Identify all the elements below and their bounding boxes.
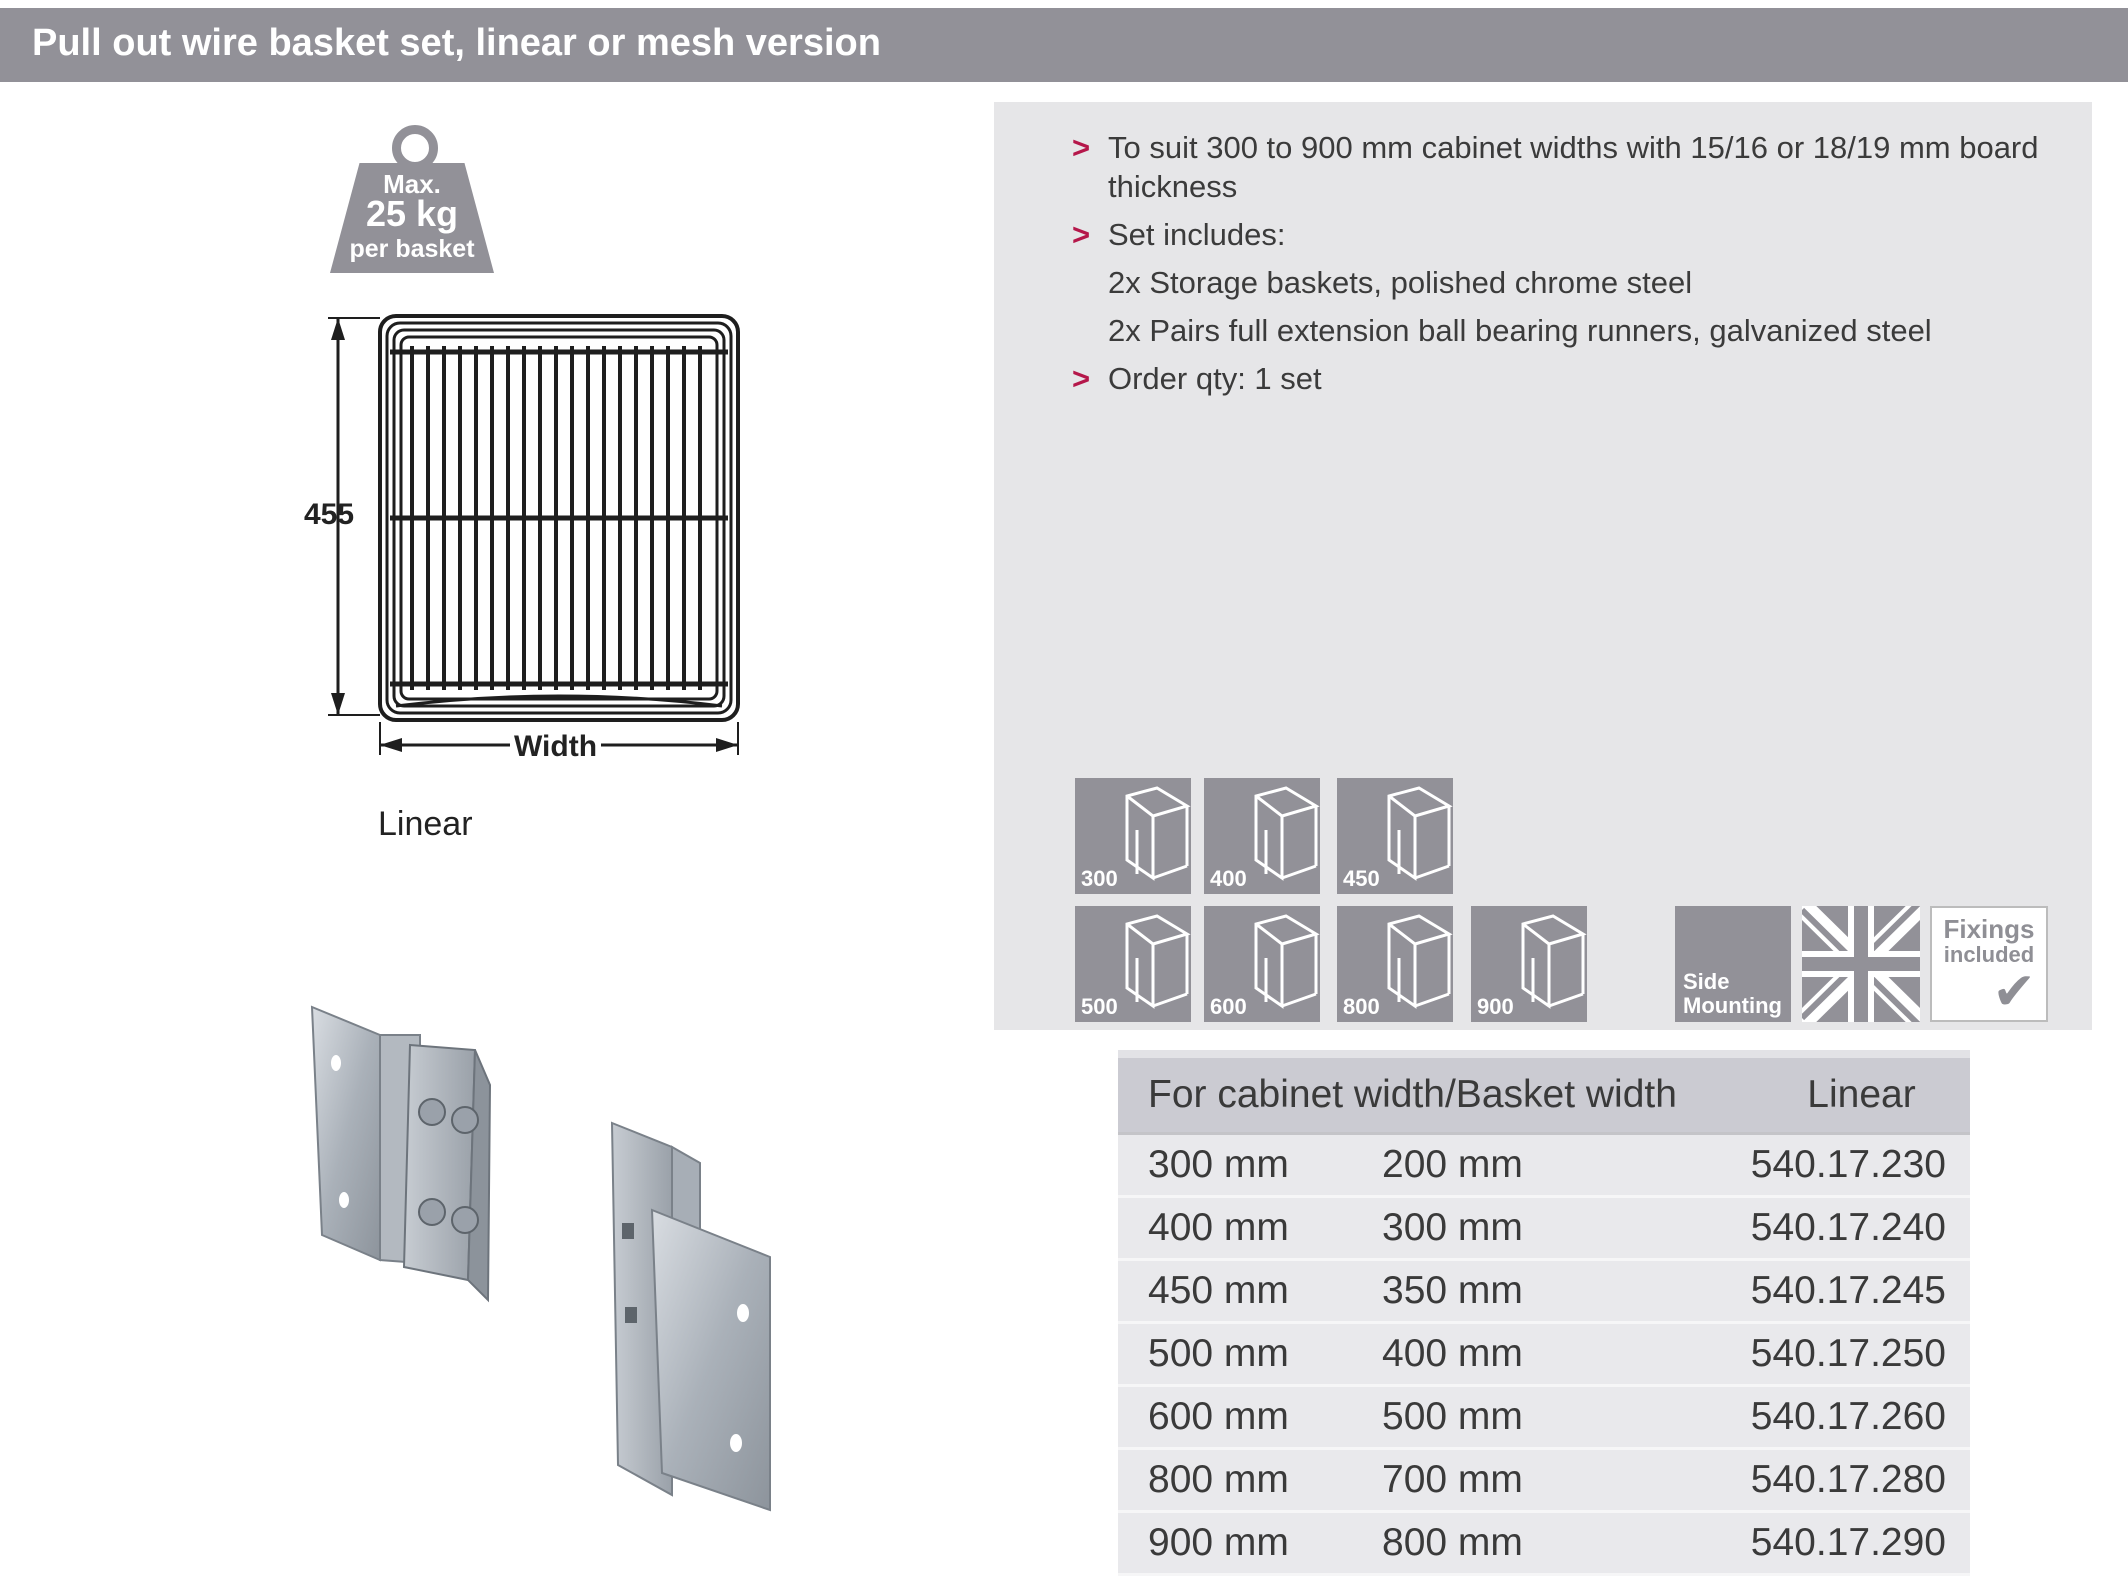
article-number-cell: 540.17.230 (1713, 1132, 1970, 1198)
feature-set-includes: Set includes: (1070, 215, 2060, 254)
table-row: 600 mm 500 mm 540.17.260 (1118, 1384, 1970, 1450)
page-title: Pull out wire basket set, linear or mesh… (32, 22, 881, 64)
article-number-cell: 540.17.290 (1713, 1510, 1970, 1576)
feature-cabinet-widths: To suit 300 to 900 mm cabinet widths wit… (1070, 128, 2060, 206)
basket-width-cell: 300 mm (1381, 1195, 1713, 1261)
cabinet-width-600-icon: 600 (1204, 906, 1320, 1022)
article-number-cell: 540.17.245 (1713, 1258, 1970, 1324)
table-row: 900 mm 800 mm 540.17.290 (1118, 1510, 1970, 1576)
checkmark-icon: ✔ (1992, 963, 2036, 1021)
article-number-table: For cabinet width/Basket width Linear 30… (1118, 1050, 1970, 1576)
table-row: 300 mm 200 mm 540.17.230 (1118, 1132, 1970, 1198)
cabinet-width-450-icon: 450 (1337, 778, 1453, 894)
uk-flag-icon (1802, 906, 1920, 1022)
max-weight-line3: per basket (349, 235, 475, 263)
cabinet-width-500-icon: 500 (1075, 906, 1191, 1022)
height-dimension-label: 455 (304, 498, 355, 531)
cabinet-width-cell: 300 mm (1118, 1132, 1381, 1198)
table-row: 800 mm 700 mm 540.17.280 (1118, 1447, 1970, 1513)
cabinet-width-cell: 900 mm (1118, 1510, 1381, 1576)
cabinet-width-cell: 450 mm (1118, 1258, 1381, 1324)
basket-width-cell: 400 mm (1381, 1321, 1713, 1387)
column-header-linear: Linear (1713, 1050, 1970, 1134)
column-header-width: For cabinet width/Basket width (1118, 1050, 1713, 1134)
cabinet-width-900-icon: 900 (1471, 906, 1587, 1022)
fixings-included-icon: Fixings included ✔ (1930, 906, 2048, 1022)
cabinet-width-300-icon: 300 (1075, 778, 1191, 894)
feature-order-qty: Order qty: 1 set (1070, 359, 2060, 398)
article-number-cell: 540.17.280 (1713, 1447, 1970, 1513)
side-mounting-label-line1: Side (1683, 969, 1730, 994)
side-mounting-label-line2: Mounting (1683, 993, 1782, 1018)
table-header-row: For cabinet width/Basket width Linear (1118, 1050, 1970, 1134)
max-weight-value: 25 kg (365, 193, 459, 234)
cabinet-width-cell: 800 mm (1118, 1447, 1381, 1513)
fixings-label: Fixings (1943, 914, 2035, 944)
page-header: Pull out wire basket set, linear or mesh… (0, 8, 2128, 82)
max-weight-icon: Max. 25 kg per basket (330, 125, 500, 273)
basket-width-cell: 500 mm (1381, 1384, 1713, 1450)
basket-width-cell: 700 mm (1381, 1447, 1713, 1513)
table-row: 450 mm 350 mm 540.17.245 (1118, 1258, 1970, 1324)
linear-caption: Linear (378, 805, 473, 843)
cabinet-width-cell: 600 mm (1118, 1384, 1381, 1450)
article-number-cell: 540.17.240 (1713, 1195, 1970, 1261)
basket-width-cell: 350 mm (1381, 1258, 1713, 1324)
basket-width-cell: 800 mm (1381, 1510, 1713, 1576)
cabinet-width-cell: 400 mm (1118, 1195, 1381, 1261)
width-dimension-label: Width (510, 730, 602, 764)
cabinet-width-800-icon: 800 (1337, 906, 1453, 1022)
max-weight-line1: Max. (383, 169, 441, 199)
cabinet-width-400-icon: 400 (1204, 778, 1320, 894)
mounting-bracket-image (310, 1005, 771, 1512)
feature-list: To suit 300 to 900 mm cabinet widths wit… (1070, 128, 2060, 407)
linear-basket-drawing (328, 314, 740, 755)
included-label: included (1943, 942, 2035, 967)
cabinet-width-cell: 500 mm (1118, 1321, 1381, 1387)
article-number-cell: 540.17.250 (1713, 1321, 1970, 1387)
feature-runners: 2x Pairs full extension ball bearing run… (1108, 313, 1932, 348)
basket-width-cell: 200 mm (1381, 1132, 1713, 1198)
table-row: 400 mm 300 mm 540.17.240 (1118, 1195, 1970, 1261)
article-number-cell: 540.17.260 (1713, 1384, 1970, 1450)
table-row: 500 mm 400 mm 540.17.250 (1118, 1321, 1970, 1387)
feature-storage-baskets: 2x Storage baskets, polished chrome stee… (1108, 265, 1693, 300)
